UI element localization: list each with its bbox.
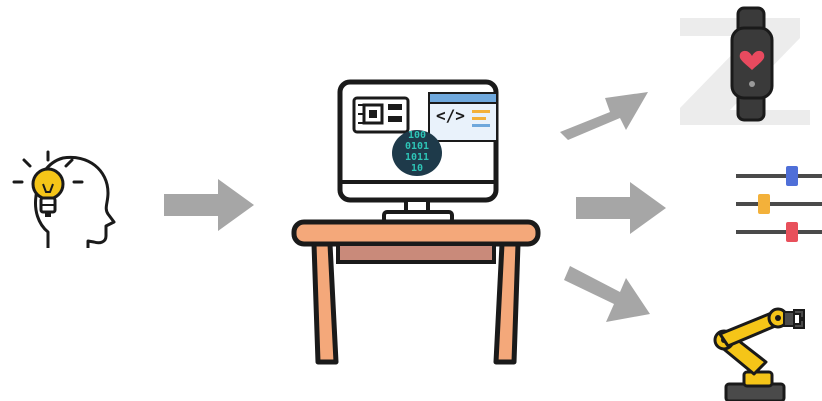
binary-row: 0101 <box>392 141 442 152</box>
code-line <box>472 117 486 120</box>
code-line <box>472 124 490 127</box>
arrow-up-right-icon <box>556 86 652 146</box>
arrow-right-icon <box>162 177 258 233</box>
code-line <box>472 110 490 113</box>
binary-row: 10 <box>392 163 442 174</box>
robotic-arm-icon <box>700 300 822 401</box>
binary-row: 100 <box>392 130 442 141</box>
code-tag-label: </> <box>436 106 465 125</box>
arrow-down-right-icon <box>560 262 656 328</box>
sliders-icon <box>734 162 822 244</box>
binary-row: 1011 <box>392 152 442 163</box>
arrow-right-icon <box>574 180 670 236</box>
code-window-titlebar <box>430 94 496 104</box>
smartwatch-heart-icon <box>724 4 780 124</box>
computer-desk-icon <box>288 76 544 372</box>
head-lightbulb-icon <box>8 148 126 248</box>
binary-data-icon: 100 0101 1011 10 <box>392 130 442 176</box>
